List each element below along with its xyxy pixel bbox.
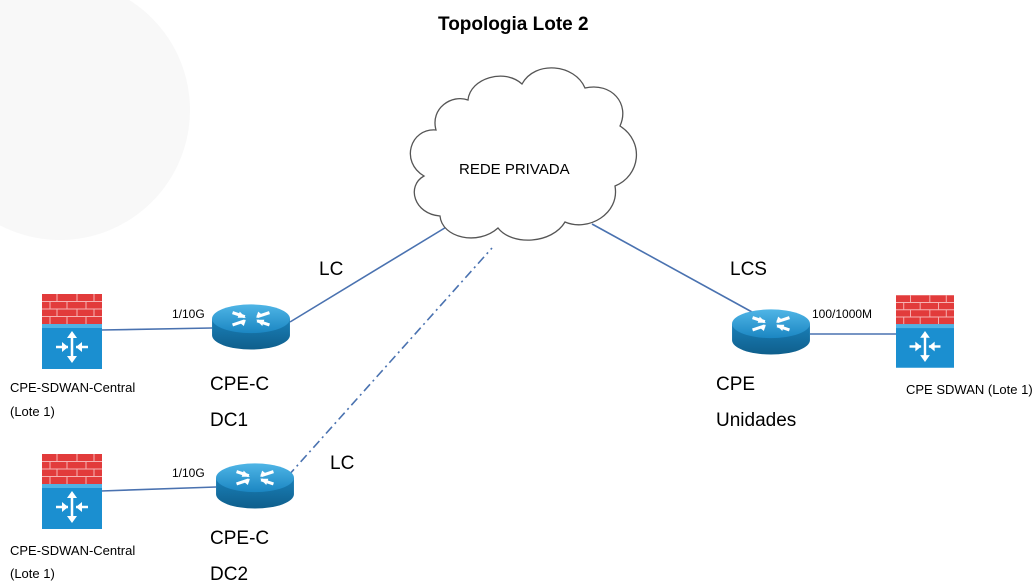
link-label-lcs: LCS: [730, 259, 767, 280]
link-dc1-cloud: [289, 225, 449, 323]
firewall-dc1-label-line2: (Lote 1): [10, 404, 55, 419]
router-dc1-label-line1: CPE-C: [210, 374, 270, 395]
firewall-unidades-label: CPE SDWAN (Lote 1): [906, 382, 1032, 397]
cloud-label: REDE PRIVADA: [459, 161, 570, 178]
firewall-dc2-label-line2: (Lote 1): [10, 566, 55, 581]
router-dc2-label-line1: CPE-C: [210, 528, 270, 549]
router-dc2-icon: [214, 461, 296, 511]
router-unidades-label-line1: CPE: [716, 374, 756, 395]
router-dc2-label-line2: DC2: [210, 564, 249, 585]
diagram-title: Topologia Lote 2: [438, 14, 589, 35]
speed-label-unidades: 100/1000M: [812, 307, 873, 321]
link-cloud-unidades: [591, 223, 753, 313]
firewall-dc1-label-line1: CPE-SDWAN-Central: [10, 380, 136, 395]
router-dc1-label-line2: DC1: [210, 410, 249, 431]
link-label-lc-dc1: LC: [319, 259, 344, 280]
background-watermark: [0, 0, 190, 240]
speed-label-dc2: 1/10G: [172, 466, 205, 480]
link-fw-dc1: [100, 327, 213, 331]
link-label-lc-dc2: LC: [330, 453, 355, 474]
firewall-dc2-icon: [42, 454, 102, 529]
firewall-dc1-icon: [42, 294, 102, 369]
private-network-cloud: [409, 67, 637, 241]
router-unidades-icon: [730, 307, 812, 357]
firewall-dc2-label-line1: CPE-SDWAN-Central: [10, 543, 136, 558]
router-unidades-label-line2: Unidades: [716, 410, 797, 431]
link-dc2-cloud: [287, 247, 493, 477]
speed-label-dc1: 1/10G: [172, 307, 205, 321]
firewall-unidades-icon: [896, 295, 954, 368]
router-dc1-icon: [210, 302, 292, 352]
link-fw-dc2: [100, 486, 217, 492]
